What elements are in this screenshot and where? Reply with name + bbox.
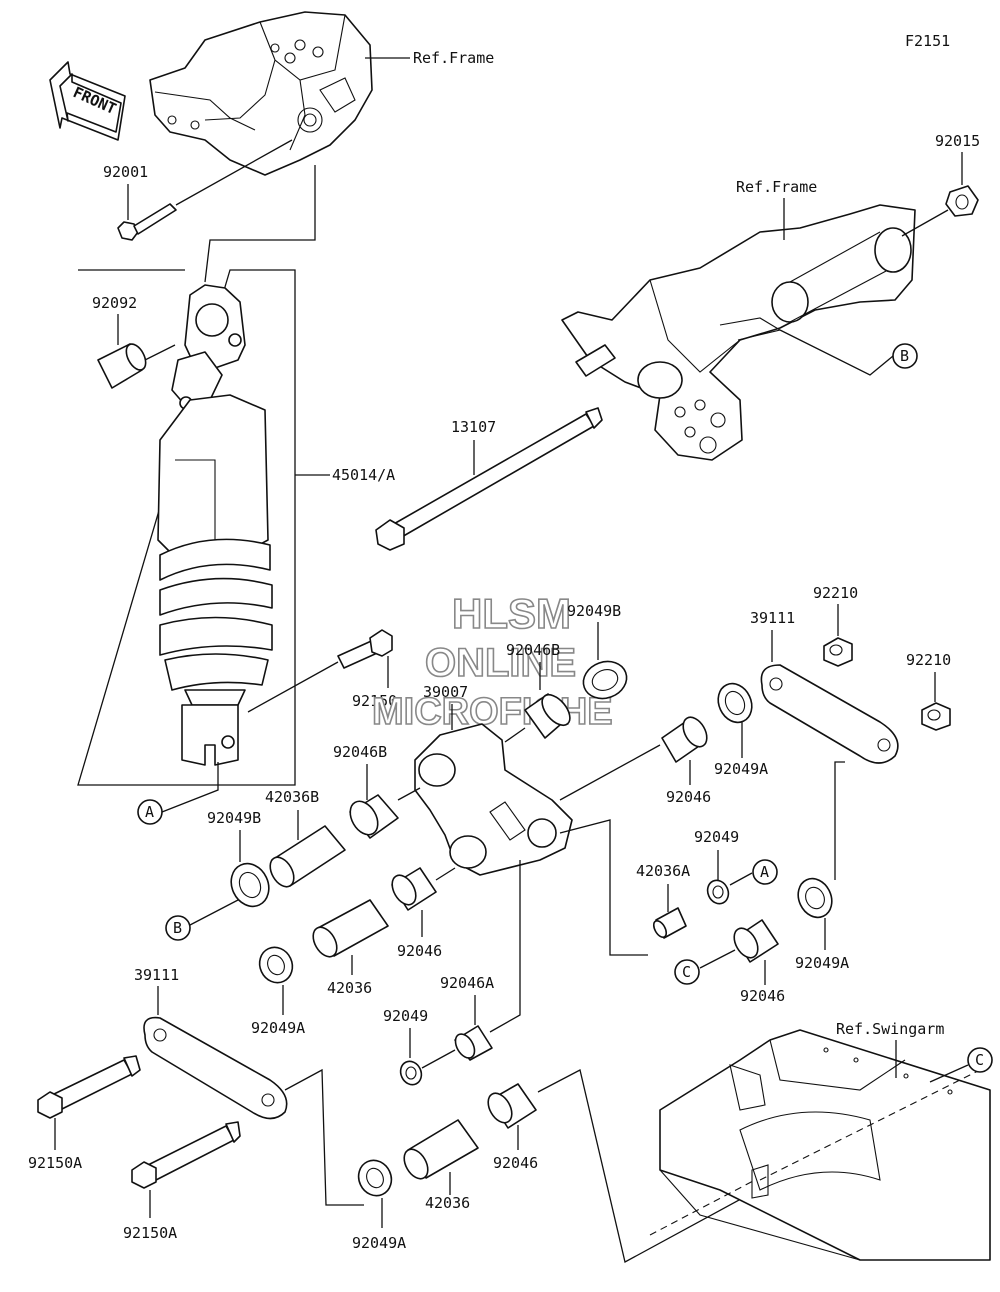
label-92046-r2: 92046 bbox=[740, 987, 785, 1005]
bearing-92046B-top bbox=[524, 693, 571, 739]
marker-C-swingarm: C bbox=[967, 1047, 993, 1073]
ref-swingarm-label: Ref.Swingarm bbox=[836, 1020, 944, 1038]
label-92150A-b: 92150A bbox=[123, 1224, 177, 1242]
sleeve-42036-mid bbox=[312, 899, 389, 958]
bearing-92046A bbox=[454, 1025, 493, 1061]
svg-text:B: B bbox=[900, 347, 909, 365]
svg-text:HLSM: HLSM bbox=[452, 590, 571, 637]
seal-92049B-top bbox=[582, 660, 628, 700]
link-39111-left bbox=[143, 1016, 288, 1120]
seal-92049A-r1 bbox=[717, 682, 753, 724]
collar-92015 bbox=[945, 185, 979, 217]
svg-text:B: B bbox=[173, 919, 182, 937]
svg-text:C: C bbox=[975, 1051, 984, 1069]
svg-text:A: A bbox=[145, 803, 154, 821]
label-45014A: 45014/A bbox=[332, 466, 395, 484]
washer-92049-low bbox=[399, 1060, 423, 1086]
bolt-92150 bbox=[337, 629, 393, 669]
frame-right-section bbox=[561, 204, 916, 461]
label-92049B-top: 92049B bbox=[567, 602, 621, 620]
svg-text:A: A bbox=[760, 863, 769, 881]
label-92210-a: 92210 bbox=[813, 584, 858, 602]
link-39111-right bbox=[760, 664, 899, 764]
rear-shock-absorber bbox=[157, 284, 273, 766]
figure-code: F2151 bbox=[905, 32, 950, 50]
marker-A-shock: A bbox=[137, 799, 163, 825]
label-92150A-a: 92150A bbox=[28, 1154, 82, 1172]
watermark: HLSM ONLINE MICROFICHE bbox=[371, 589, 613, 734]
nut-92210-b bbox=[921, 702, 951, 731]
label-92046B-left: 92046B bbox=[333, 743, 387, 761]
label-92049A-low: 92049A bbox=[352, 1234, 406, 1252]
washer-92049-mid bbox=[706, 879, 730, 905]
label-92049B-left: 92049B bbox=[207, 809, 261, 827]
label-92046-low: 92046 bbox=[493, 1154, 538, 1172]
bearing-92046B-left bbox=[349, 794, 399, 839]
seal-92049A-low bbox=[357, 1159, 393, 1197]
bearing-92046-low bbox=[487, 1083, 537, 1129]
label-39111-right: 39111 bbox=[750, 609, 795, 627]
label-42036-mid: 42036 bbox=[327, 979, 372, 997]
svg-text:MICROFICHE: MICROFICHE bbox=[372, 691, 613, 733]
front-arrow-icon: FRONT bbox=[49, 61, 126, 141]
label-92049A-r1: 92049A bbox=[714, 760, 768, 778]
label-92046B-top: 92046B bbox=[506, 641, 560, 659]
bush-92092 bbox=[97, 343, 176, 389]
sleeve-42036B bbox=[269, 825, 346, 888]
bolt-92150A-a bbox=[37, 1055, 141, 1119]
label-42036B: 42036B bbox=[265, 788, 319, 806]
label-92046A: 92046A bbox=[440, 974, 494, 992]
seal-92049A-left bbox=[258, 946, 294, 984]
label-42036A: 42036A bbox=[636, 862, 690, 880]
seal-92049A-r2 bbox=[797, 877, 833, 919]
marker-C-mid: C bbox=[674, 959, 700, 985]
label-92046-r1: 92046 bbox=[666, 788, 711, 806]
label-39007: 39007 bbox=[423, 683, 468, 701]
rocker-arm-39007 bbox=[414, 723, 573, 876]
bolt-92001 bbox=[117, 203, 177, 241]
ref-frame-right-label: Ref.Frame bbox=[736, 178, 817, 196]
label-92092: 92092 bbox=[92, 294, 137, 312]
bearing-92046-mid bbox=[391, 867, 437, 911]
marker-B-left: B bbox=[165, 915, 191, 941]
label-92046-mid: 92046 bbox=[397, 942, 442, 960]
marker-B-frame: B bbox=[892, 343, 918, 369]
label-92049-low: 92049 bbox=[383, 1007, 428, 1025]
nut-92210-a bbox=[823, 637, 853, 667]
svg-text:ONLINE: ONLINE bbox=[425, 641, 576, 685]
bearing-92046-r1 bbox=[661, 716, 708, 763]
bearing-92046-r2 bbox=[733, 919, 779, 963]
label-39111-left: 39111 bbox=[134, 966, 179, 984]
frame-top-bracket bbox=[149, 11, 373, 176]
label-92049A-left: 92049A bbox=[251, 1019, 305, 1037]
seal-92049B-left bbox=[230, 862, 270, 908]
label-13107: 13107 bbox=[451, 418, 496, 436]
sleeve-42036-low bbox=[403, 1119, 479, 1180]
swingarm-section bbox=[649, 1029, 991, 1261]
label-92049A-r2: 92049A bbox=[795, 954, 849, 972]
label-92150: 92150 bbox=[352, 692, 397, 710]
label-92210-b: 92210 bbox=[906, 651, 951, 669]
svg-text:C: C bbox=[682, 963, 691, 981]
shaft-13107 bbox=[375, 407, 603, 551]
sleeve-42036A bbox=[652, 907, 687, 939]
label-92015: 92015 bbox=[935, 132, 980, 150]
label-42036-low: 42036 bbox=[425, 1194, 470, 1212]
ref-frame-top-label: Ref.Frame bbox=[413, 49, 494, 67]
label-92001: 92001 bbox=[103, 163, 148, 181]
bolt-92150A-b bbox=[131, 1121, 241, 1189]
marker-A-mid: A bbox=[752, 859, 778, 885]
label-92049-mid: 92049 bbox=[694, 828, 739, 846]
